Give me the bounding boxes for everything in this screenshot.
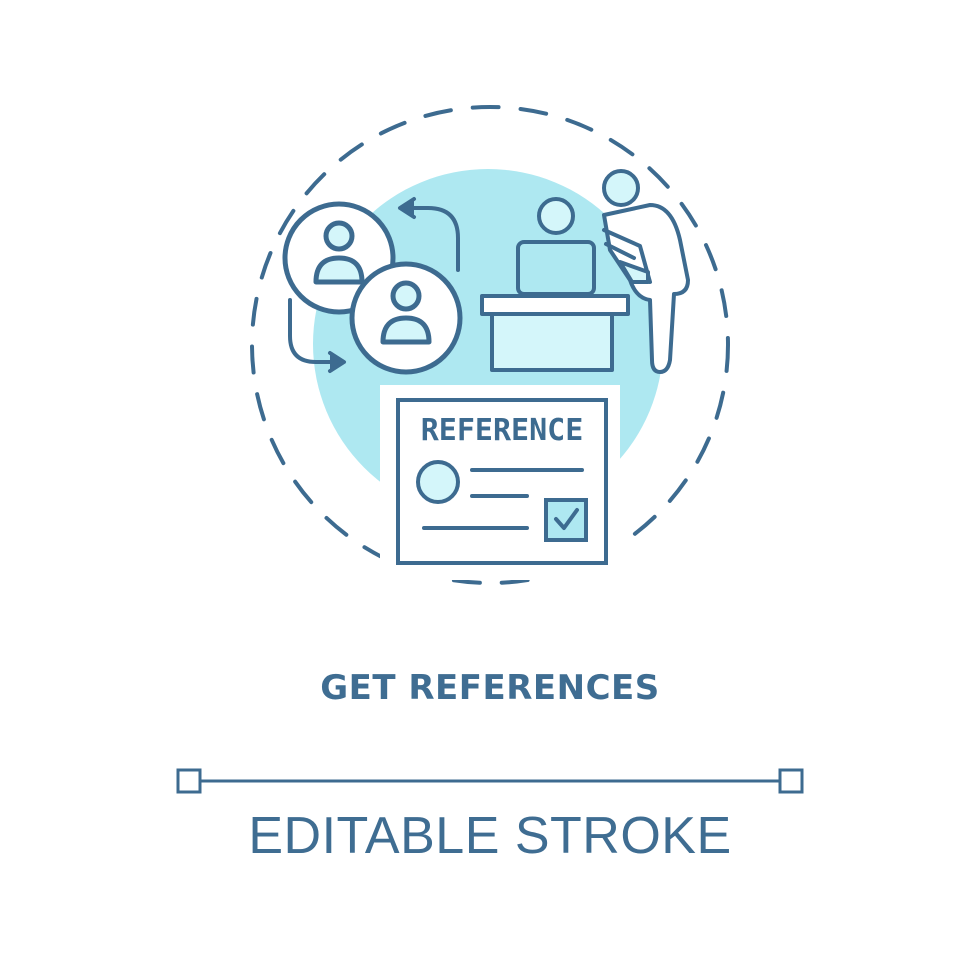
stroke-handle-right (778, 768, 804, 794)
document-label: REFERENCE (421, 413, 584, 448)
avatar-icon-top (282, 201, 396, 315)
exchange-arrows-icon (288, 197, 460, 373)
reception-desk-icon (480, 197, 630, 372)
reference-document-icon (396, 398, 608, 565)
caption-subtitle: EDITABLE STROKE (248, 807, 732, 865)
caption-title: GET REFERENCES (320, 668, 660, 708)
stroke-handle-left (176, 768, 202, 794)
avatar-icon-bottom (349, 261, 463, 375)
visitor-person-icon (602, 169, 690, 374)
editable-stroke-line (176, 768, 804, 794)
dashed-ring (250, 105, 730, 585)
